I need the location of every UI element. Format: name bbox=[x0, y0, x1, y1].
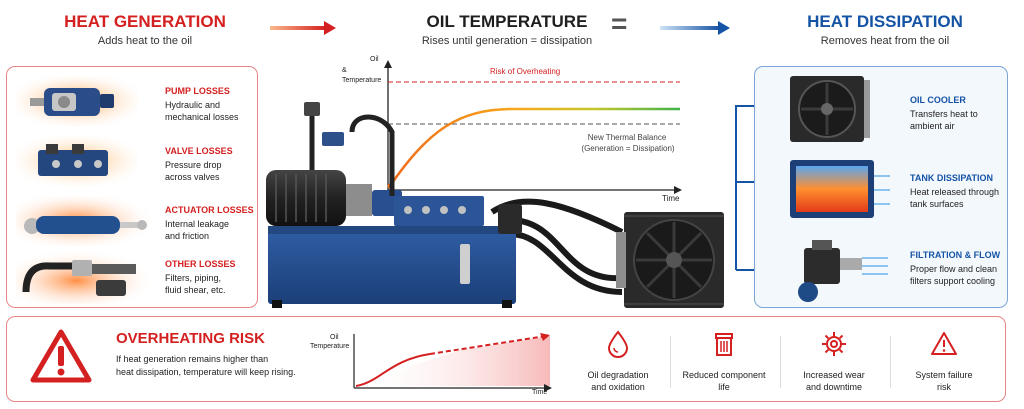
filtration-flow-title: FILTRATION & FLOW bbox=[910, 250, 1001, 260]
actuator-losses-title: ACTUATOR LOSSES bbox=[165, 205, 254, 215]
effect-oil-degradation-line1: Oil degradation bbox=[587, 370, 649, 380]
filtration-flow-item: FILTRATION & FLOW Proper flow and clean … bbox=[910, 250, 1008, 287]
oil-cooler-title: OIL COOLER bbox=[910, 95, 966, 105]
other-losses-item: OTHER LOSSES Filters, piping, fluid shea… bbox=[165, 259, 255, 296]
heat-dissipation-header: HEAT DISSIPATION Removes heat from the o… bbox=[790, 12, 980, 47]
effect-system-failure-line2: risk bbox=[937, 382, 951, 392]
effect-system-failure-line1: System failure bbox=[915, 370, 973, 380]
filter-flow-image bbox=[782, 236, 892, 304]
oil-temperature-title: OIL TEMPERATURE bbox=[426, 12, 588, 31]
effect-reduced-life-line1: Reduced component bbox=[682, 370, 766, 380]
effect-reduced-life: Reduced component life bbox=[676, 330, 772, 393]
tank-dissipation-desc-line1: Heat released through bbox=[910, 187, 1000, 197]
chart-xlabel-time: Time bbox=[662, 194, 680, 203]
arrow-right-blue-icon bbox=[660, 21, 730, 35]
other-losses-title: OTHER LOSSES bbox=[165, 259, 236, 269]
heat-generation-subtitle: Adds heat to the oil bbox=[97, 35, 193, 47]
effect-system-failure: System failure risk bbox=[896, 330, 992, 393]
equals-sign: = bbox=[611, 8, 628, 39]
arrow-right-red-icon bbox=[270, 21, 336, 35]
pump-losses-title: PUMP LOSSES bbox=[165, 86, 230, 96]
oil-cooler-image bbox=[782, 70, 892, 146]
oil-cooler-item: OIL COOLER Transfers heat to ambient air bbox=[910, 95, 1006, 132]
valve-losses-desc-line1: Pressure drop bbox=[165, 160, 222, 170]
trend-ylabel-temperature: Temperature bbox=[310, 343, 350, 350]
trend-ylabel-oil: Oil bbox=[330, 334, 339, 341]
pump-losses-desc-line2: mechanical losses bbox=[165, 112, 239, 122]
hydraulic-power-unit-image bbox=[262, 92, 752, 314]
warning-icon bbox=[931, 332, 957, 355]
piping-filter-image bbox=[16, 252, 150, 304]
trash-icon bbox=[715, 333, 733, 356]
chart-ylabel-amp: & bbox=[342, 67, 347, 74]
overheating-risk-desc-line2: heat dissipation, temperature will keep … bbox=[116, 367, 296, 377]
valve-losses-item: VALVE LOSSES Pressure drop across valves bbox=[165, 146, 255, 183]
tank-dissipation-title: TANK DISSIPATION bbox=[910, 173, 993, 183]
tank-dissipation-desc-line2: tank surfaces bbox=[910, 199, 964, 209]
actuator-image bbox=[16, 196, 150, 246]
overheating-risk-desc-line1: If heat generation remains higher than bbox=[116, 354, 269, 364]
gear-icon bbox=[822, 332, 846, 356]
thermal-balance-label-line1: New Thermal Balance bbox=[587, 133, 667, 142]
risk-of-overheating-label: Risk of Overheating bbox=[490, 67, 561, 76]
pump-losses-desc-line1: Hydraulic and bbox=[165, 100, 221, 110]
effect-divider-2 bbox=[780, 336, 781, 388]
effect-increased-wear: Increased wear and downtime bbox=[786, 330, 882, 393]
warning-triangle-icon bbox=[30, 329, 92, 383]
droplet-icon bbox=[607, 330, 629, 358]
heat-dissipation-title: HEAT DISSIPATION bbox=[807, 12, 963, 31]
effect-increased-wear-line2: and downtime bbox=[805, 382, 863, 392]
effect-divider-3 bbox=[890, 336, 891, 388]
chart-ylabel-temperature: Temperature bbox=[342, 77, 382, 84]
overheating-trend-chart: Oil Temperature Time bbox=[310, 330, 554, 400]
trend-xlabel-time: Time bbox=[532, 389, 548, 396]
valve-image bbox=[16, 136, 138, 186]
effect-increased-wear-line1: Increased wear bbox=[803, 370, 865, 380]
effect-oil-degradation-line2: and oxidation bbox=[591, 382, 645, 392]
actuator-losses-item: ACTUATOR LOSSES Internal leakage and fri… bbox=[165, 205, 257, 242]
filtration-flow-desc-line2: filters support cooling bbox=[910, 276, 996, 286]
oil-temperature-subtitle: Rises until generation = dissipation bbox=[421, 35, 593, 47]
tank-dissipation-image bbox=[782, 154, 892, 226]
oil-temperature-header: OIL TEMPERATURE Rises until generation =… bbox=[402, 12, 612, 47]
actuator-losses-desc-line1: Internal leakage bbox=[165, 219, 230, 229]
heat-generation-header: HEAT GENERATION Adds heat to the oil bbox=[60, 12, 230, 47]
valve-losses-desc-line2: across valves bbox=[165, 172, 220, 182]
effect-oil-degradation: Oil degradation and oxidation bbox=[572, 330, 664, 393]
pump-losses-item: PUMP LOSSES Hydraulic and mechanical los… bbox=[165, 86, 255, 123]
tank-dissipation-item: TANK DISSIPATION Heat released through t… bbox=[910, 173, 1008, 210]
oil-temperature-chart: Oil & Temperature Risk of Overheating Ne… bbox=[340, 56, 690, 208]
thermal-balance-label-line2: (Generation = Dissipation) bbox=[581, 144, 675, 153]
filtration-flow-desc-line1: Proper flow and clean bbox=[910, 264, 998, 274]
valve-losses-title: VALVE LOSSES bbox=[165, 146, 233, 156]
oil-cooler-desc-line1: Transfers heat to bbox=[910, 109, 978, 119]
heat-dissipation-subtitle: Removes heat from the oil bbox=[820, 35, 950, 47]
chart-ylabel-oil: Oil bbox=[370, 56, 379, 63]
pump-image bbox=[16, 76, 138, 126]
other-losses-desc-line1: Filters, piping, bbox=[165, 273, 222, 283]
actuator-losses-desc-line2: and friction bbox=[165, 231, 210, 241]
other-losses-desc-line2: fluid shear, etc. bbox=[165, 285, 226, 295]
effect-divider-1 bbox=[670, 336, 671, 388]
overheating-risk-title: OVERHEATING RISK bbox=[116, 330, 265, 347]
oil-cooler-desc-line2: ambient air bbox=[910, 121, 955, 131]
effect-reduced-life-line2: life bbox=[718, 382, 730, 392]
heat-generation-title: HEAT GENERATION bbox=[64, 12, 226, 31]
